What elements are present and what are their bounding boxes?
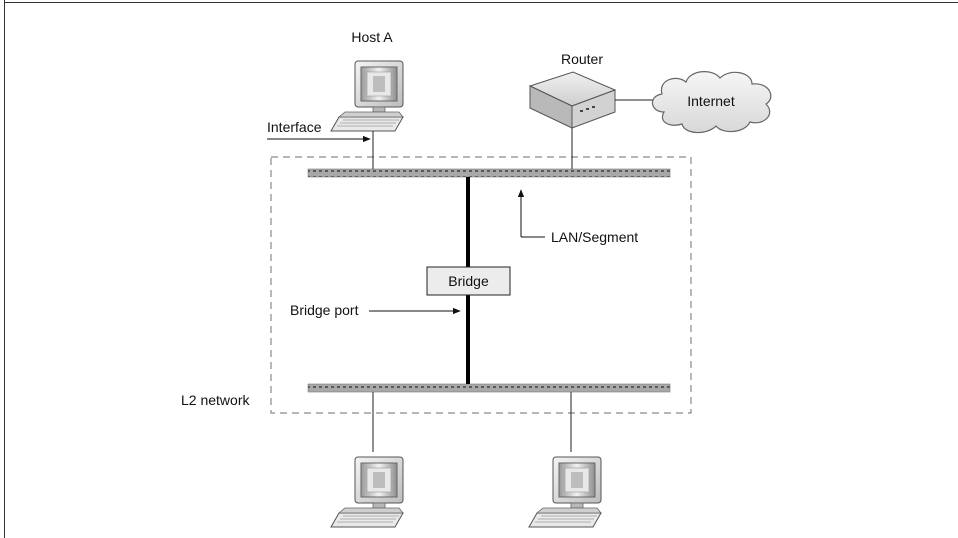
bridge-label: Bridge (448, 273, 489, 289)
interface-label: Interface (267, 119, 322, 135)
router-label: Router (561, 51, 603, 67)
lan-segment-top (307, 168, 671, 178)
router-icon (528, 71, 617, 129)
bridge-box: Bridge (426, 266, 511, 296)
internet-label: Internet (687, 93, 735, 109)
host-a-label: Host A (351, 29, 393, 45)
internet-cloud-icon (651, 71, 772, 134)
host-bottom-right-computer-icon (528, 456, 602, 528)
l2-network-boundary (270, 156, 692, 414)
lan-segment-label: LAN/Segment (551, 229, 638, 245)
bridge-port-label: Bridge port (290, 302, 359, 318)
lan-segment-bottom (307, 383, 671, 393)
host-a-computer-icon (330, 60, 404, 132)
l2-network-label: L2 network (181, 392, 250, 408)
host-bottom-left-computer-icon (330, 456, 404, 528)
